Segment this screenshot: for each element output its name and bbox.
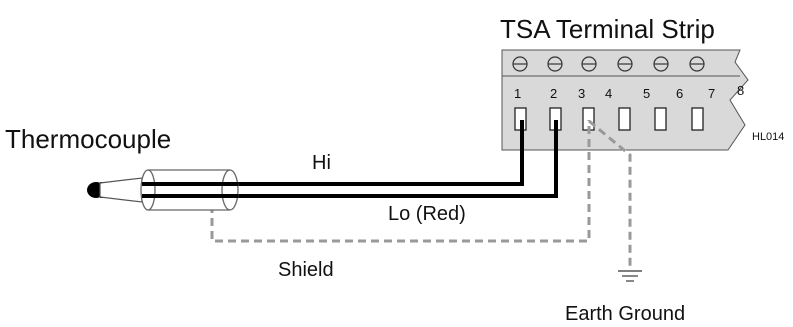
lo-wire-label: Lo (Red) [388,203,466,225]
screw-4 [617,56,633,72]
terminal-number-8: 8 [737,83,744,98]
lo-wire [100,120,558,198]
terminal-numbers: 1 2 3 4 5 6 7 8 [514,83,744,101]
earth-ground-symbol [618,270,642,282]
terminal-slot-6 [691,107,704,131]
screw-6 [689,56,705,72]
terminal-strip-title: TSA Terminal Strip [500,14,715,44]
terminal-number-4: 4 [605,86,612,101]
screw-2 [547,56,563,72]
thermocouple-probe [87,177,143,203]
terminal-number-5: 5 [643,86,650,101]
thermocouple-tip [99,177,143,203]
hi-wire [100,120,524,186]
terminal-number-3: 3 [578,86,585,101]
screw-1 [512,56,528,72]
terminal-number-7: 7 [708,86,715,101]
screw-3 [581,56,597,72]
terminal-screws [512,56,705,72]
shield-wire [210,120,591,243]
shield-sleeve [140,169,239,211]
shield-label: Shield [278,259,334,281]
terminal-slot-5 [654,107,667,131]
hi-wire-label: Hi [312,152,331,174]
earth-ground-label: Earth Ground [565,303,685,325]
earth-ground-wire [588,119,632,270]
screw-5 [653,56,669,72]
terminal-strip: 1 2 3 4 5 6 7 8 [501,49,749,151]
terminal-slot-4 [618,107,631,131]
thermocouple-label: Thermocouple [5,124,171,154]
terminal-number-6: 6 [676,86,683,101]
figure-code: HL014 [752,131,784,143]
terminal-strip-body [501,49,749,151]
terminal-number-1: 1 [514,86,521,101]
terminal-number-2: 2 [550,86,557,101]
